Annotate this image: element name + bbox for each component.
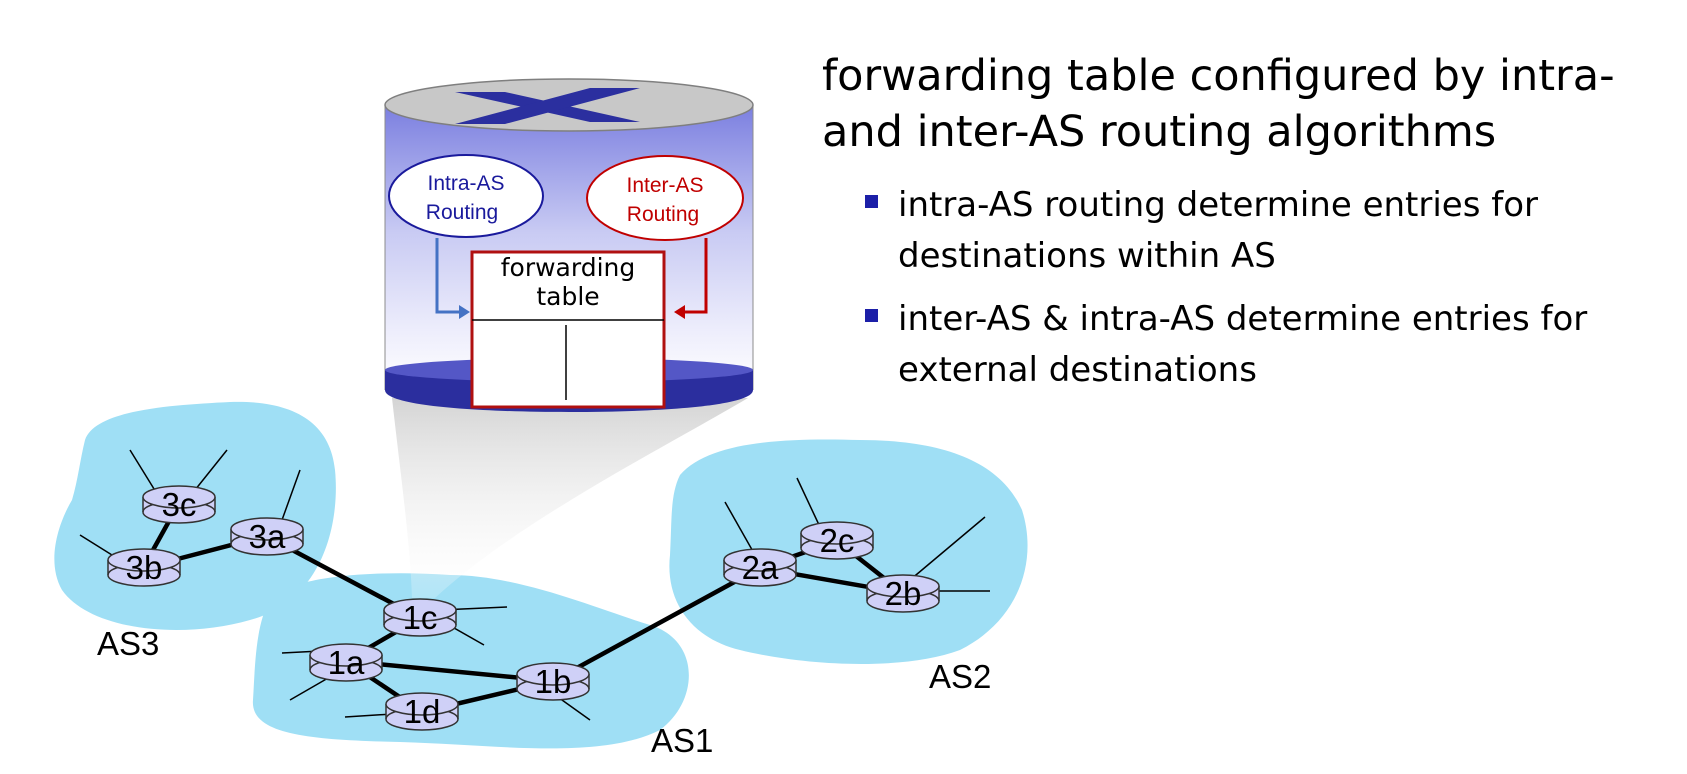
router-1b: 1b [516,662,590,701]
router-2c: 2c [800,521,874,560]
router-1d: 1d [385,692,459,731]
headline: forwarding table configured by intra- an… [822,51,1615,157]
inter-as-routing: Inter-AS Routing [586,155,744,241]
intra-arrow [435,238,470,319]
inter-label-line2: Routing [627,203,699,226]
as1-cloud [252,573,689,749]
router-1a: 1a [309,643,383,682]
as2-label: AS2 [929,658,991,695]
switch-fabric-icon [455,88,640,124]
bullet-text: inter-AS & intra-AS determine entries fo… [898,299,1588,390]
bullet-square-icon [865,195,878,208]
router-label-1d: 1d [404,693,441,730]
projection-cone [392,398,748,598]
as1-label: AS1 [651,722,713,759]
intra-label-line1: Intra-AS [427,172,504,195]
router-label-2c: 2c [820,522,855,559]
inter-label-line1: Inter-AS [626,174,703,197]
router-label-2b: 2b [885,575,922,612]
router-3b: 3b [107,548,181,587]
router-2a: 2a [723,548,797,587]
router-label-3a: 3a [249,518,286,555]
bullet-text: intra-AS routing determine entries for d… [898,185,1538,276]
inter-arrow [674,238,708,319]
forwarding-table: forwarding table [470,250,666,409]
host-links [79,449,990,721]
router-3c: 3c [142,485,216,524]
router-label-3b: 3b [126,549,163,586]
router-label-1c: 1c [403,599,438,636]
router-3a: 3a [230,517,304,556]
table-label-line2: table [536,282,599,311]
router-2b: 2b [866,574,940,613]
intra-label-line2: Routing [426,201,498,224]
bullet-item: inter-AS & intra-AS determine entries fo… [865,294,1668,396]
bullet-square-icon [865,309,878,322]
as3-label: AS3 [97,625,159,662]
router-label-1a: 1a [328,644,365,681]
table-label-line1: forwarding [501,253,636,282]
bullet-list: intra-AS routing determine entries for d… [865,180,1668,408]
router-label-2a: 2a [742,549,779,586]
router-1c: 1c [383,598,457,637]
router-label-1b: 1b [535,663,572,700]
bullet-item: intra-AS routing determine entries for d… [865,180,1668,282]
intra-as-routing: Intra-AS Routing [388,154,544,238]
router-label-3c: 3c [162,486,197,523]
